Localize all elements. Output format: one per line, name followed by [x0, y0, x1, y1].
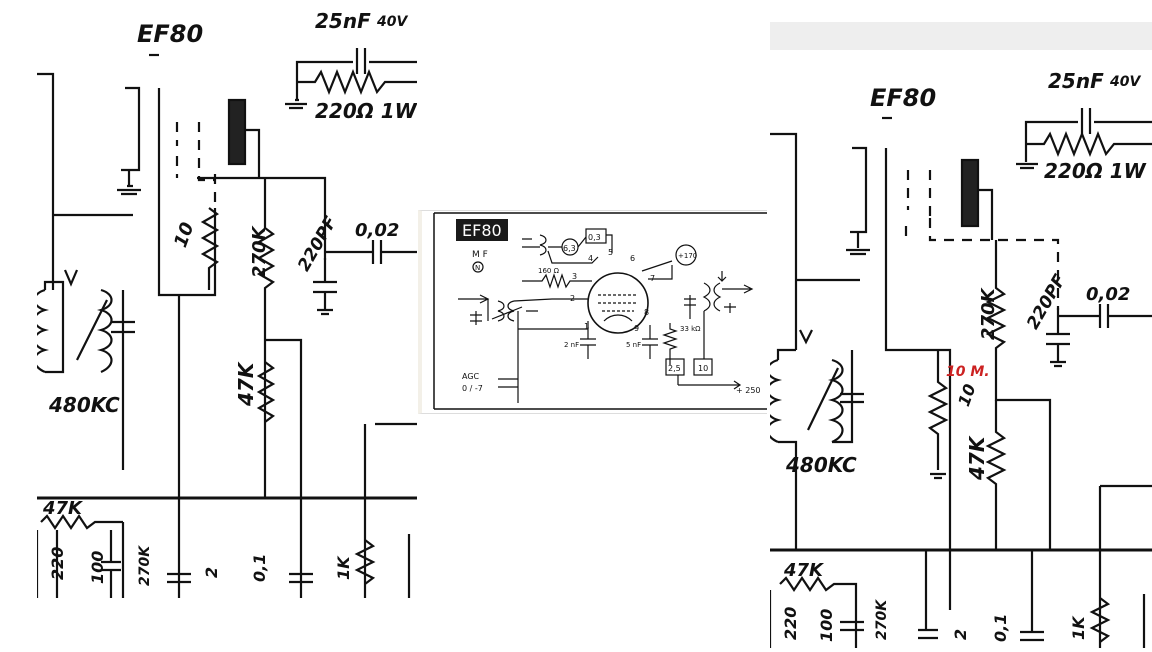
v170-circle	[675, 244, 697, 266]
c-002-label: 0,02	[355, 220, 399, 241]
bot-label-2-right: 2	[951, 629, 970, 640]
r-47k-label-right: 47K	[965, 435, 989, 481]
svg-text:10: 10	[698, 364, 708, 373]
r-270k-label: 270K	[249, 224, 270, 278]
r-top-label: 220Ω 1W	[315, 99, 417, 123]
bot-label-1k-right: 1K	[1069, 615, 1088, 640]
cap-top-voltage: 40V	[376, 14, 408, 30]
bot-label-1k: 1K	[334, 555, 353, 580]
coil-label: 480KC	[48, 393, 120, 417]
c-002-label-right: 0,02	[1086, 284, 1130, 305]
svg-text:0,3: 0,3	[588, 233, 601, 242]
bus-47k-label-right: 47K	[783, 560, 825, 581]
r-10m-label: 10 M.	[946, 364, 990, 380]
svg-text:33 kΩ: 33 kΩ	[680, 325, 701, 333]
svg-text:160 Ω: 160 Ω	[538, 267, 560, 275]
r-10-label: 10	[170, 220, 198, 251]
box-25	[665, 358, 685, 376]
v03-box	[585, 228, 607, 244]
svg-text:2,5: 2,5	[668, 364, 681, 373]
svg-text:9: 9	[634, 324, 639, 333]
tube-label-right: EF80	[870, 84, 936, 112]
svg-text:5: 5	[608, 248, 613, 257]
svg-text:4: 4	[588, 254, 593, 263]
left-margin	[0, 0, 37, 648]
r-10-label-right: 10	[954, 381, 979, 408]
black-component-right	[960, 158, 980, 228]
tube-label: EF80	[137, 20, 203, 48]
cap-top-label: 25nF	[315, 9, 371, 33]
bot-label-270k: 270K	[137, 545, 153, 586]
c-220pf-label-right: 220PF	[1023, 271, 1070, 333]
svg-text:0 / -7: 0 / -7	[462, 384, 483, 393]
schematic-left: EF80 25nF 40V 220Ω 1W 10 270K 47K 220PF …	[33, 0, 418, 600]
r-270k-label-right: 270K	[978, 286, 999, 340]
coil-label-right: 480KC	[785, 453, 857, 477]
top-bar	[770, 22, 1152, 50]
cap-top-voltage-right: 40V	[1109, 74, 1141, 90]
bot-label-100-right: 100	[817, 609, 836, 642]
schematic-middle: EF80 M F N 6,3 0,3 5 4 6 3 7 2 1 9 8 160…	[418, 210, 767, 414]
c-220pf-label: 220PF	[294, 213, 341, 275]
bot-label-01-right: 0,1	[991, 614, 1010, 642]
r-top-label-right: 220Ω 1W	[1044, 159, 1147, 183]
bot-label-220-right: 220	[781, 607, 800, 640]
svg-text:8: 8	[644, 308, 649, 317]
bot-label-270k-right: 270K	[874, 599, 890, 640]
black-component	[227, 98, 247, 166]
mf-label: M F	[472, 250, 488, 260]
pin-n-label: N	[475, 264, 480, 272]
tube-label-middle: EF80	[462, 221, 502, 240]
svg-text:+ 250: + 250	[736, 386, 761, 395]
bus-47k-label: 47K	[42, 498, 84, 519]
bot-label-100: 100	[88, 551, 107, 584]
tube-circle	[587, 272, 649, 334]
bot-label-2: 2	[202, 567, 221, 578]
svg-text:AGC: AGC	[462, 372, 480, 381]
box-10	[693, 358, 713, 376]
tube-badge	[456, 219, 508, 241]
bot-label-01: 0,1	[250, 554, 269, 582]
bot-label-220: 220	[48, 547, 67, 580]
cap-top-label-right: 25nF	[1048, 69, 1104, 93]
schematic-right: EF80 25nF 40V 220Ω 1W 270K 10 M. 10 47K …	[766, 50, 1152, 648]
svg-text:5 nF: 5 nF	[626, 341, 641, 349]
svg-text:2 nF: 2 nF	[564, 341, 579, 349]
r-47k-label: 47K	[234, 361, 258, 407]
svg-text:3: 3	[572, 272, 577, 281]
svg-text:+170: +170	[678, 252, 697, 260]
svg-text:1: 1	[584, 322, 589, 331]
svg-text:6,3: 6,3	[563, 244, 576, 253]
svg-text:6: 6	[630, 254, 635, 263]
